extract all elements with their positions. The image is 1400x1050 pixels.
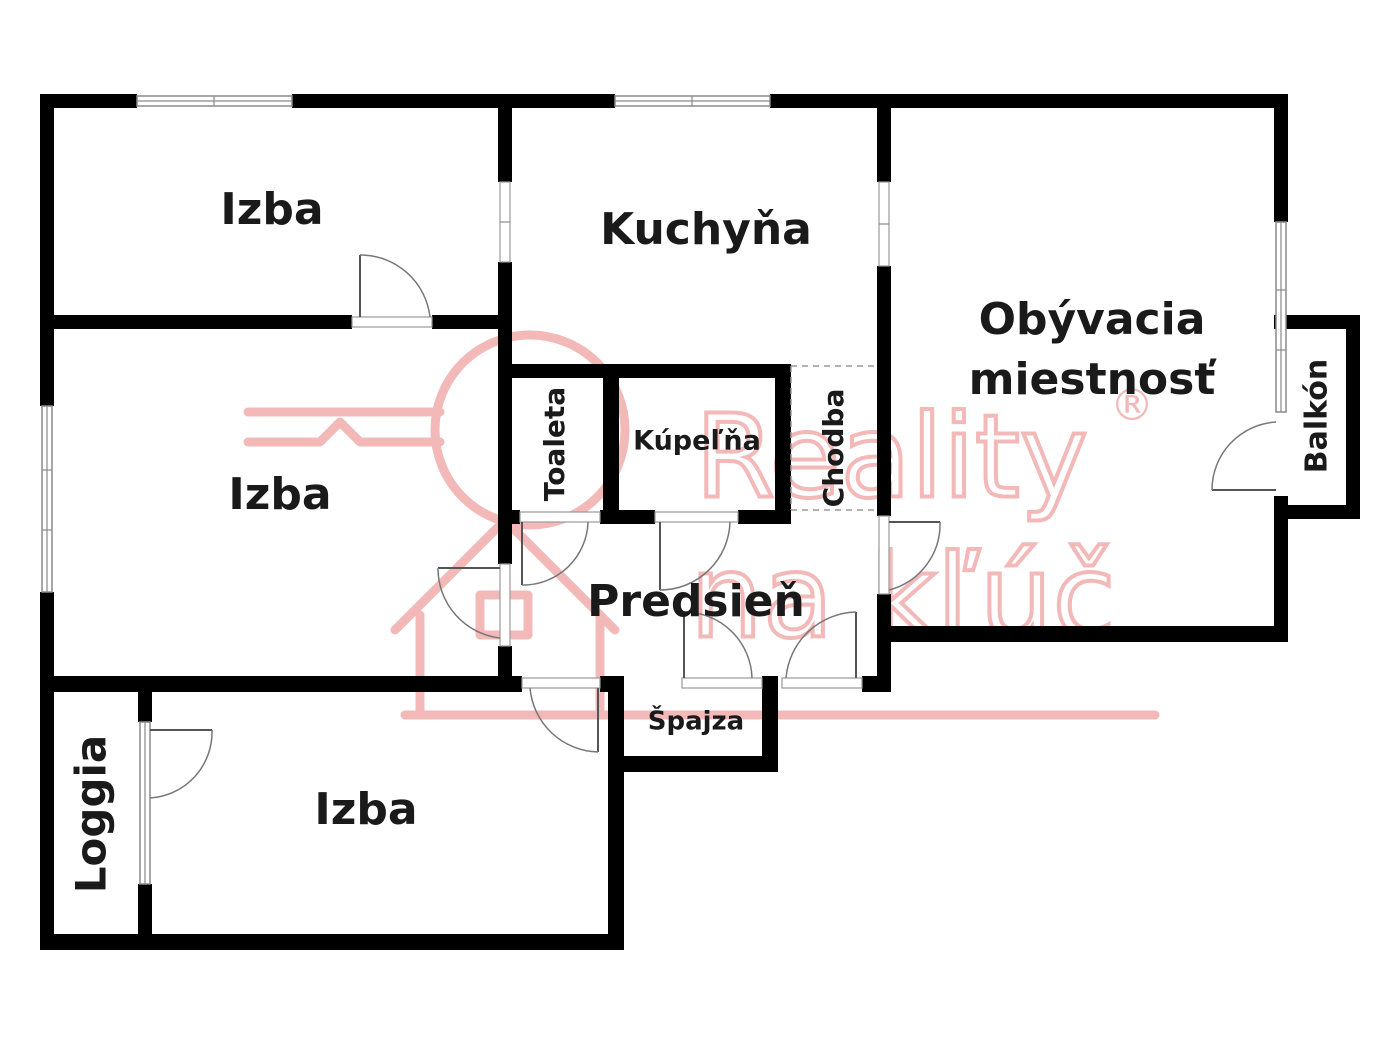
- openings: [499, 181, 890, 511]
- walls: [40, 94, 1360, 950]
- door-kupelna: [654, 511, 739, 591]
- door-loggia: [149, 729, 213, 799]
- door-obyvacia: [878, 515, 941, 595]
- window-loggia: [139, 721, 151, 885]
- door-middle-izba: [437, 563, 511, 647]
- room-label-balkon: Balkón: [1300, 359, 1335, 474]
- watermark-registered-mark: ®: [1110, 380, 1154, 431]
- room-label-izba-top: Izba: [220, 184, 323, 235]
- room-label-predsien: Predsieň: [587, 576, 805, 627]
- room-label-kupelna: Kúpeľňa: [633, 426, 761, 457]
- watermark-word-na-kluc: na kľúč: [690, 531, 1116, 665]
- watermark: Reality na kľúč ®: [243, 330, 1160, 720]
- door-balkon: [1211, 421, 1277, 491]
- room-label-izba-middle: Izba: [228, 469, 331, 520]
- doors: [149, 254, 1277, 799]
- room-labels: Izba Kuchyňa Obývacia miestnosť Balkón I…: [67, 184, 1335, 893]
- room-label-kuchyna: Kuchyňa: [600, 204, 812, 255]
- window-top-izba: [136, 95, 293, 107]
- windows: [41, 95, 1287, 885]
- room-label-toaleta: Toaleta: [538, 387, 571, 501]
- door-predsien-right: [781, 611, 863, 689]
- room-label-loggia: Loggia: [67, 735, 116, 893]
- room-label-obyvacia-line2: miestnosť: [969, 354, 1218, 405]
- window-kuchyna: [614, 95, 771, 107]
- window-middle-izba: [41, 405, 53, 593]
- room-label-spajza: Špajza: [648, 705, 744, 737]
- door-top-izba: [351, 254, 433, 328]
- door-bottom-izba: [521, 677, 601, 753]
- room-label-chodba: Chodba: [817, 389, 850, 508]
- room-label-izba-bottom: Izba: [314, 784, 417, 835]
- window-obyvacia-balkon: [1275, 221, 1287, 413]
- watermark-word-reality: Reality: [695, 391, 1088, 525]
- room-label-obyvacia-line1: Obývacia: [979, 294, 1206, 345]
- door-toaleta: [519, 511, 601, 586]
- door-spajza: [681, 611, 763, 689]
